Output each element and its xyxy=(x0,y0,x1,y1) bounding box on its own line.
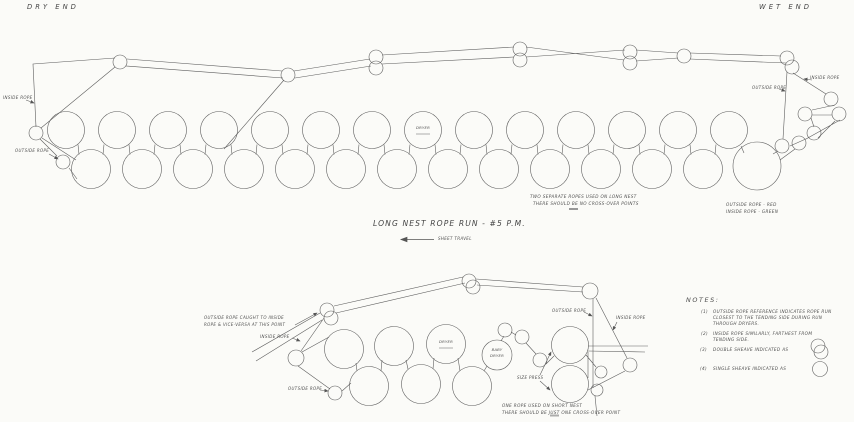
single-sheave-glyph xyxy=(812,361,828,377)
sn-dryer-label: DRYER xyxy=(439,339,453,344)
sn-inside-rope-left-label: INSIDE ROPE xyxy=(260,334,290,339)
ln-inside-rope-left-label: INSIDE ROPE xyxy=(3,95,33,100)
ln-outside-rope-left-label: OUTSIDE ROPE xyxy=(15,148,50,153)
note-2-number: (2) xyxy=(701,331,708,336)
ln-dryer-label: DRYER xyxy=(416,125,430,130)
sn-caught-line1: OUTSIDE ROPE CAUGHT TO INSIDE xyxy=(204,315,285,320)
wet-end-label: WET END xyxy=(759,3,812,11)
sn-baby-dryer-label-2: DRYER xyxy=(490,353,504,358)
long-nest-bottom-dryer-row xyxy=(71,149,723,189)
note-4-number: (4) xyxy=(700,366,707,371)
baby-dryer-roll xyxy=(481,339,513,371)
short-nest-underlines xyxy=(439,347,559,417)
ln-note-line2: THERE SHOULD BE NO CROSS-OVER POINTS xyxy=(533,201,639,206)
size-press-bottom-roll xyxy=(551,365,589,403)
size-press-label: SIZE PRESS xyxy=(517,375,544,380)
note-1-number: (1) xyxy=(701,309,708,314)
dry-end-label: DRY END xyxy=(27,3,79,11)
note-1-text: OUTSIDE ROPE REFERENCE INDICATES ROPE RU… xyxy=(713,309,832,326)
sn-inside-rope-right-label: INSIDE ROPE xyxy=(616,315,646,320)
short-nest-dryers xyxy=(324,324,492,406)
sn-note-line1: ONE ROPE USED ON SHORT NEST xyxy=(502,403,583,408)
ln-inside-rope-right-label: INSIDE ROPE xyxy=(810,75,840,80)
note-4-text: SINGLE SHEAVE INDICATED AS xyxy=(713,366,787,371)
ln-note-line1: TWO SEPARATE ROPES USED ON LONG NEST xyxy=(530,194,637,199)
sn-caught-line2: ROPE & VICE-VERSA AT THIS POINT xyxy=(204,321,286,327)
ln-rope-color-line1: OUTSIDE ROPE - RED xyxy=(726,202,777,207)
short-nest-felt-necks xyxy=(355,357,488,372)
short-nest-rope-lines xyxy=(251,276,648,417)
end-dryer-roll xyxy=(732,141,782,191)
sn-baby-dryer-label-1: BABY xyxy=(491,347,503,352)
notes-heading: NOTES: xyxy=(686,296,720,304)
note-3-number: (3) xyxy=(700,347,707,352)
long-nest-underlines xyxy=(416,133,578,210)
note-2-text: INSIDE ROPE SIMILARLY, FARTHEST FROM TEN… xyxy=(713,331,813,342)
short-nest-diagram xyxy=(251,273,648,417)
short-nest-sheaves xyxy=(287,273,638,401)
sn-outside-rope-left-label: OUTSIDE ROPE xyxy=(288,386,323,391)
long-nest-rope-lines xyxy=(32,46,787,180)
note-3-text: DOUBLE SHEAVE INDICATED AS xyxy=(713,347,789,352)
ln-rope-color-line2: INSIDE ROPE - GREEN xyxy=(726,209,779,214)
sheet-travel-arrow xyxy=(399,236,434,243)
ln-outside-rope-right-label: OUTSIDE ROPE xyxy=(752,85,787,90)
wet-end-rope-cluster xyxy=(772,71,841,161)
short-nest-leader-arrows xyxy=(291,311,618,393)
long-nest-top-dryer-row xyxy=(47,111,748,149)
sn-note-line2: THERE SHOULD BE JUST ONE CROSS-OVER POIN… xyxy=(502,410,621,415)
long-nest-title: LONG NEST ROPE RUN - #5 P.M. xyxy=(373,219,526,228)
size-press-top-roll xyxy=(551,326,589,364)
notes-glyphs xyxy=(810,338,829,377)
long-nest-leader-arrows xyxy=(25,77,813,160)
long-nest-diagram xyxy=(25,41,847,210)
long-nest-felt-necks xyxy=(77,144,745,155)
sheet-travel-label: SHEET TRAVEL xyxy=(438,236,472,241)
sn-outside-rope-right-label: OUTSIDE ROPE xyxy=(552,308,587,313)
